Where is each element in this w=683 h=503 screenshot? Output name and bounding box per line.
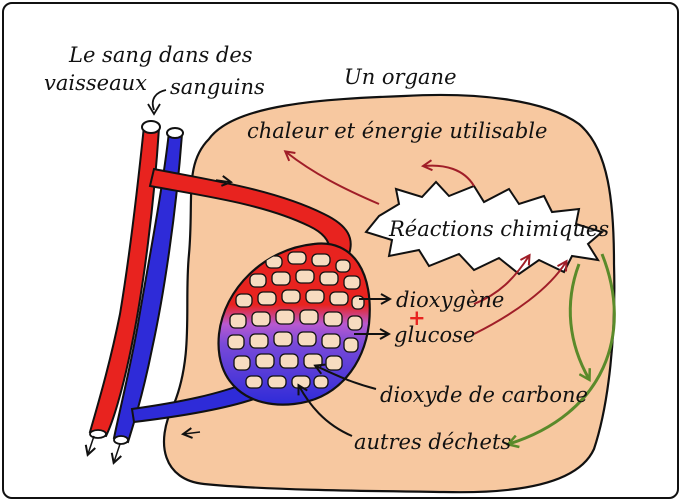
glucose-label: glucose [394, 323, 475, 347]
diagram-canvas: Le sang dans des vaisseaux sanguins Un o… [44, 43, 616, 494]
title-line2-b: sanguins [170, 75, 265, 99]
heat-arrow-right [424, 166, 475, 187]
reactions-label: Réactions chimiques [388, 217, 609, 241]
co2-output-arrow [568, 263, 589, 379]
oxygen-to-reaction-arrow [473, 256, 529, 305]
heat-label: chaleur et énergie utilisable [247, 119, 547, 143]
venule [130, 380, 256, 424]
flow-arrow-in [215, 180, 230, 182]
diagram-frame: Le sang dans des vaisseaux sanguins Un o… [2, 2, 679, 499]
artery-end [89, 429, 107, 439]
title-pointer [151, 89, 167, 111]
title-line1: Le sang dans des [68, 43, 253, 67]
artery-opening [141, 120, 161, 134]
glucose-to-reaction-arrow [473, 262, 566, 335]
co2-label: dioxyde de carbone [380, 383, 588, 407]
oxygen-label: dioxygène [396, 288, 504, 312]
waste-output-arrow [509, 253, 616, 444]
organ-label: Un organe [344, 65, 457, 89]
vein-opening [166, 127, 184, 139]
capillary-network [217, 242, 371, 406]
vein-flow-arrow [114, 443, 120, 462]
title-line2-a: vaisseaux [44, 71, 147, 95]
vein-end [113, 435, 129, 445]
heat-arrow-left [286, 152, 380, 205]
flow-arrow-out [184, 432, 201, 434]
title-pointer-head [147, 103, 161, 116]
plus-sign: + [408, 305, 426, 330]
waste-in-arrow [299, 386, 353, 437]
co2-in-arrow [316, 366, 377, 390]
reactions-cloud [364, 180, 605, 276]
waste-label: autres déchets [354, 430, 511, 454]
artery-flow-arrow [88, 435, 94, 454]
